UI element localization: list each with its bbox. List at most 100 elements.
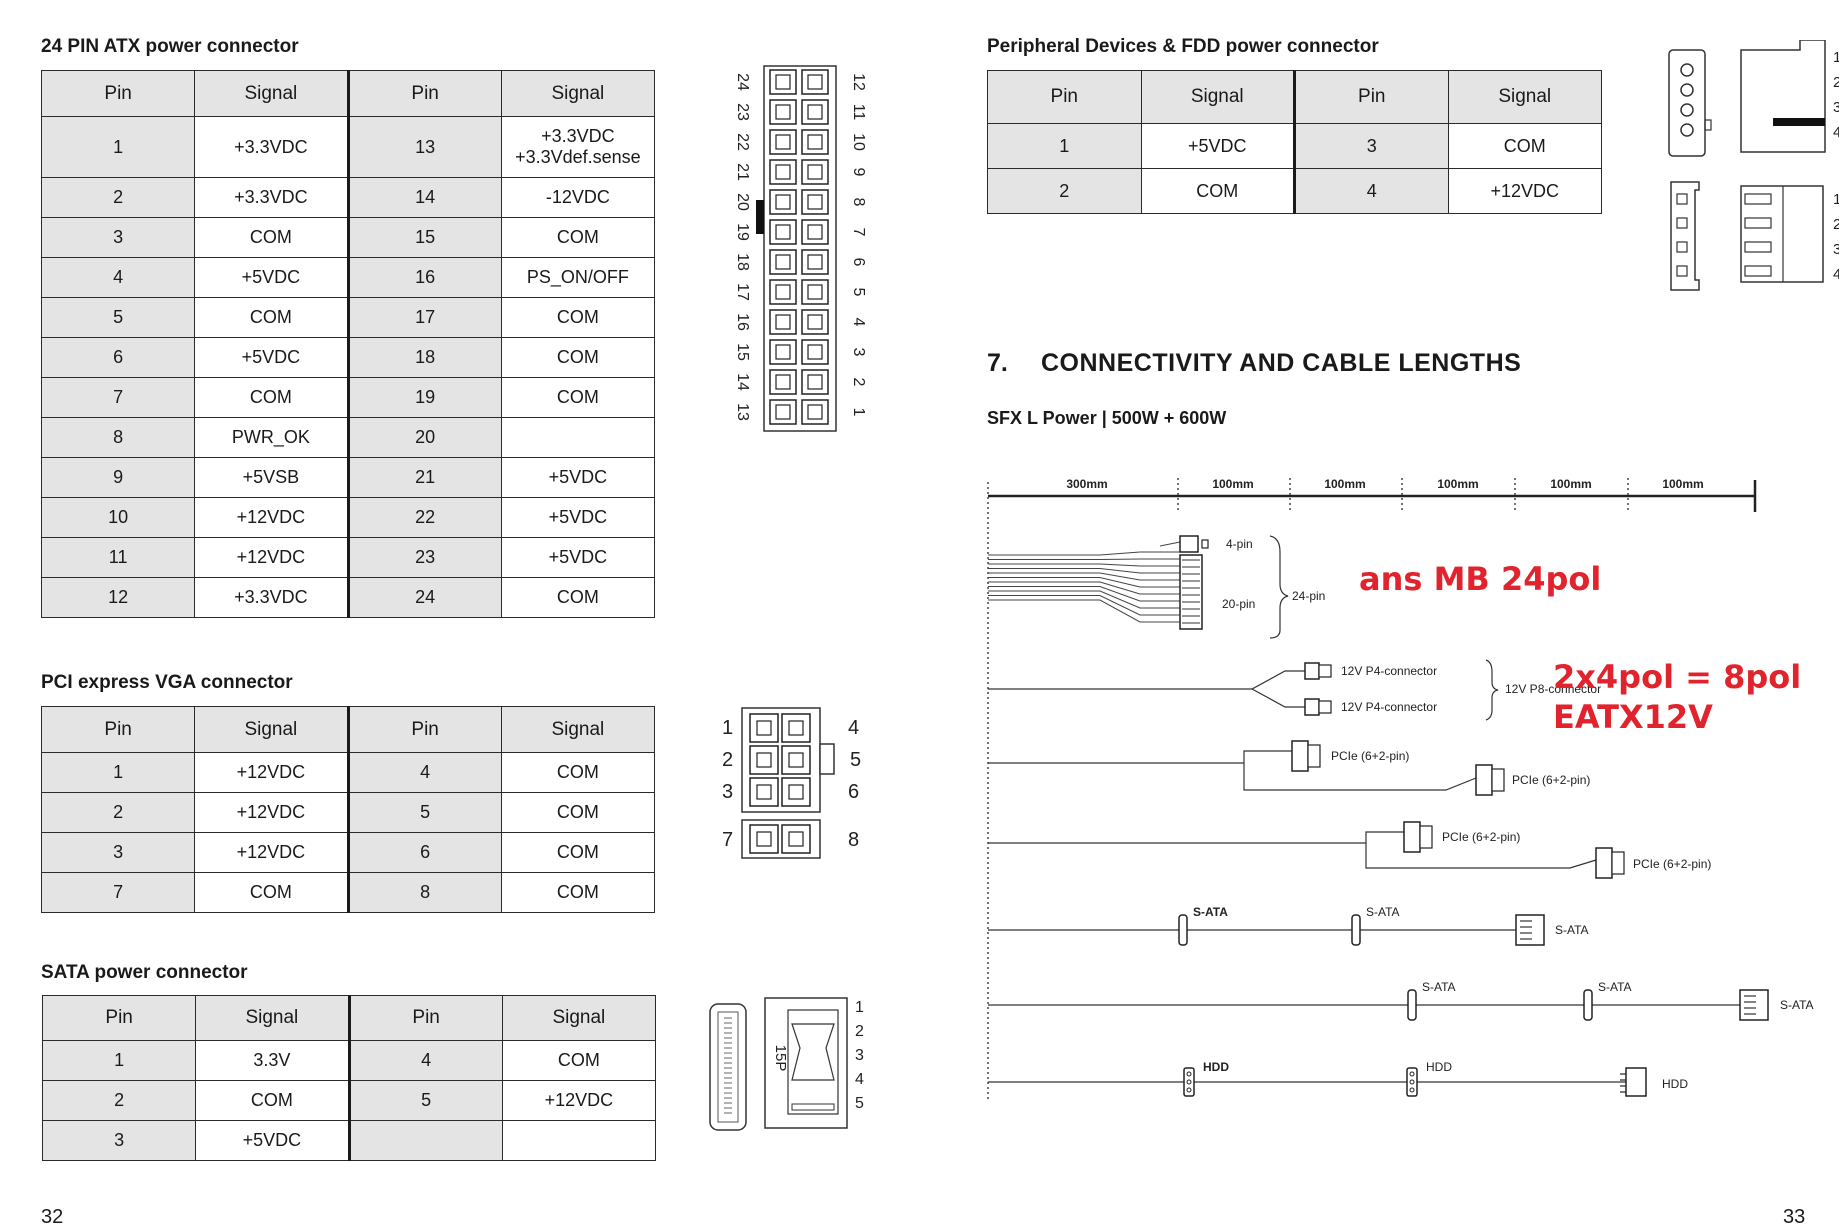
hdd-pin [1409, 1087, 1415, 1093]
signal-cell: -12VDC [500, 177, 656, 218]
pin-cell: 9 [40, 457, 196, 498]
ruler-label: 100mm [1437, 477, 1478, 491]
signal-cell: COM [195, 1080, 350, 1121]
pin-number-label: 1 [722, 717, 733, 739]
pin-inner [775, 74, 791, 90]
ruler-label: 100mm [1550, 477, 1591, 491]
sata-plug [1407, 989, 1417, 1021]
pin-cavity [801, 309, 829, 335]
signal-cell: COM [500, 872, 656, 913]
pin-cavity [749, 713, 779, 743]
pin-number-label: 1 [855, 999, 864, 1016]
brace [1269, 535, 1289, 639]
p4-label-a: 12V P4-connector [1341, 664, 1437, 678]
pin-inner [807, 224, 823, 240]
pin-inner [756, 720, 772, 736]
signal-cell: +12VDC [194, 537, 349, 578]
wire [988, 568, 1180, 574]
signal-cell [500, 417, 656, 458]
signal-cell: +12VDC [194, 792, 349, 833]
pin4-label: 4-pin [1226, 537, 1253, 551]
table-header: Signal [501, 995, 657, 1041]
wire [1243, 750, 1292, 763]
table-header: Pin [1293, 70, 1449, 124]
page-number-left: 32 [41, 1206, 64, 1228]
pin-number-label: 2 [1833, 216, 1839, 233]
pin-inner [775, 344, 791, 360]
pcie-plug-front [1491, 768, 1505, 792]
hdd-pin [1186, 1079, 1192, 1085]
signal-cell: COM [500, 832, 656, 873]
sata-side-view [709, 1003, 747, 1131]
molex-pin-hole [1680, 83, 1694, 97]
pin-cell: 19 [346, 377, 502, 418]
pin-inner [775, 284, 791, 300]
wire [988, 551, 1180, 556]
table-header: Signal [1447, 70, 1602, 124]
pin-cell: 3 [1293, 123, 1449, 169]
ruler-label: 300mm [1066, 477, 1107, 491]
p4-plug [1304, 698, 1320, 716]
signal-cell: +5VSB [194, 457, 349, 498]
signal-cell: COM [500, 752, 656, 793]
pin-cavity [801, 219, 829, 245]
pin-cavity [781, 777, 811, 807]
section-number: 7. [987, 349, 1008, 377]
peripheral-title: Peripheral Devices & FDD power connector [987, 36, 1379, 57]
table-header: Pin [40, 70, 196, 117]
pin-cavity [781, 824, 811, 854]
pin-cell: 4 [40, 257, 196, 298]
pin-cell: 18 [346, 337, 502, 378]
pin-number-label: 16 [734, 313, 751, 331]
sata-title: SATA power connector [41, 962, 248, 983]
pin-inner [807, 404, 823, 420]
pin-cavity [801, 279, 829, 305]
connector-body [763, 65, 837, 432]
sata-15p-label: 15P [772, 1045, 789, 1072]
pin-number-label: 13 [734, 403, 751, 421]
pin-cavity [769, 339, 797, 365]
pin-cell: 3 [40, 832, 196, 873]
table-header: Signal [195, 995, 350, 1041]
pin-inner [775, 134, 791, 150]
pin-cavity [801, 339, 829, 365]
wire [988, 590, 1180, 609]
pin-number-label: 4 [855, 1071, 864, 1088]
signal-cell: COM [194, 872, 349, 913]
signal-cell: PS_ON/OFF [500, 257, 656, 298]
sata-plug [1178, 914, 1188, 946]
pin-cavity [769, 369, 797, 395]
signal-cell: +5VDC [500, 537, 656, 578]
pin-inner [775, 374, 791, 390]
signal-cell: COM [1140, 168, 1295, 214]
table-header: Pin [346, 706, 502, 753]
pin-inner [807, 284, 823, 300]
pin-inner [807, 194, 823, 210]
pin-number-label: 2 [850, 378, 867, 387]
pin-cell: 7 [40, 872, 196, 913]
molex-wire-bar [1773, 118, 1825, 126]
pcie-label-3: PCIe (6+2-pin) [1442, 830, 1520, 844]
wire [988, 670, 1305, 690]
connector-body [741, 819, 821, 859]
pin-inner [807, 314, 823, 330]
sata-end-plug [1739, 989, 1769, 1021]
pin-cell: 20 [346, 417, 502, 458]
molex-pin-hole [1680, 103, 1694, 117]
pin-number-label: 12 [850, 73, 867, 91]
pin-cell: 7 [40, 377, 196, 418]
table-header: Pin [346, 70, 502, 117]
pin-cell: 6 [40, 337, 196, 378]
wire [1243, 763, 1477, 791]
pin-number-label: 2 [855, 1023, 864, 1040]
pin-cell: 11 [40, 537, 196, 578]
sata-label-1: S-ATA [1193, 905, 1228, 919]
table-header: Signal [194, 706, 349, 753]
pin-cell: 5 [40, 297, 196, 338]
pin-number-label: 3 [1833, 99, 1839, 116]
